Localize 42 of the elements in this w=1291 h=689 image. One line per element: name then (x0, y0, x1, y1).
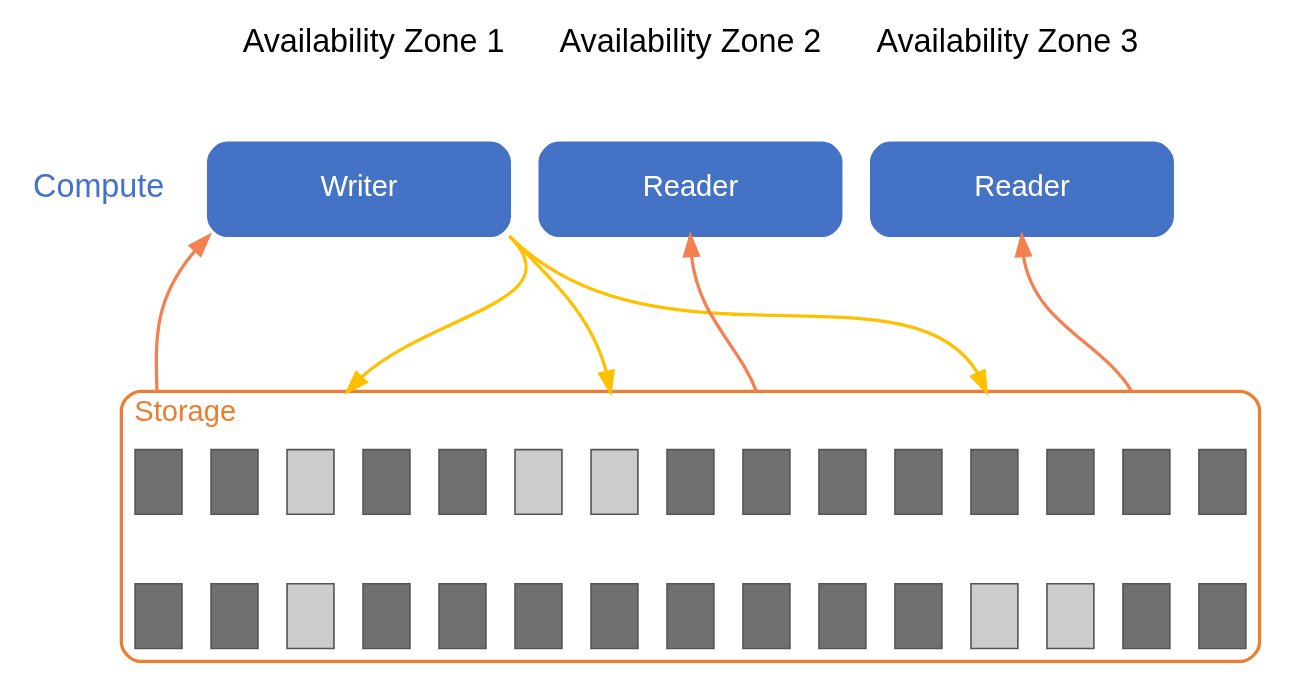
arrow (507, 234, 988, 396)
node-box (665, 583, 715, 650)
label: Availability Zone 1 (242, 22, 504, 59)
node-box (285, 583, 335, 650)
node-box (1045, 583, 1095, 650)
node-box (893, 583, 943, 650)
node-box (1121, 583, 1171, 650)
node-box (133, 583, 183, 650)
node-box (513, 583, 563, 650)
node-box: Reader (538, 141, 842, 237)
node-box (817, 583, 867, 650)
node-box: Writer (206, 141, 511, 237)
node-box (513, 448, 563, 516)
node-box (741, 448, 791, 516)
arrow (1013, 231, 1133, 393)
label: Availability Zone 3 (875, 22, 1138, 59)
node-box (969, 583, 1019, 650)
node-box (209, 583, 259, 650)
node-box (817, 448, 867, 516)
node-box (133, 448, 183, 516)
arrow (682, 231, 758, 393)
node-box (361, 448, 411, 516)
node-box (665, 448, 715, 516)
node-box (969, 448, 1019, 516)
node-box (1197, 448, 1247, 516)
label: Compute (32, 168, 164, 205)
node-box (285, 448, 335, 516)
node-box (741, 583, 791, 650)
node-box: Reader (869, 141, 1174, 237)
cluster: Storage (119, 389, 1261, 663)
node-box (1121, 448, 1171, 516)
node-box (589, 583, 639, 650)
node-box (437, 448, 487, 516)
node-box (361, 583, 411, 650)
node-box (589, 448, 639, 516)
label: Availability Zone 2 (559, 22, 821, 59)
node-box (209, 448, 259, 516)
node-box (437, 583, 487, 650)
node-box (1045, 448, 1095, 516)
node-box (1197, 583, 1247, 650)
node-box (893, 448, 943, 516)
arrow (154, 232, 212, 392)
